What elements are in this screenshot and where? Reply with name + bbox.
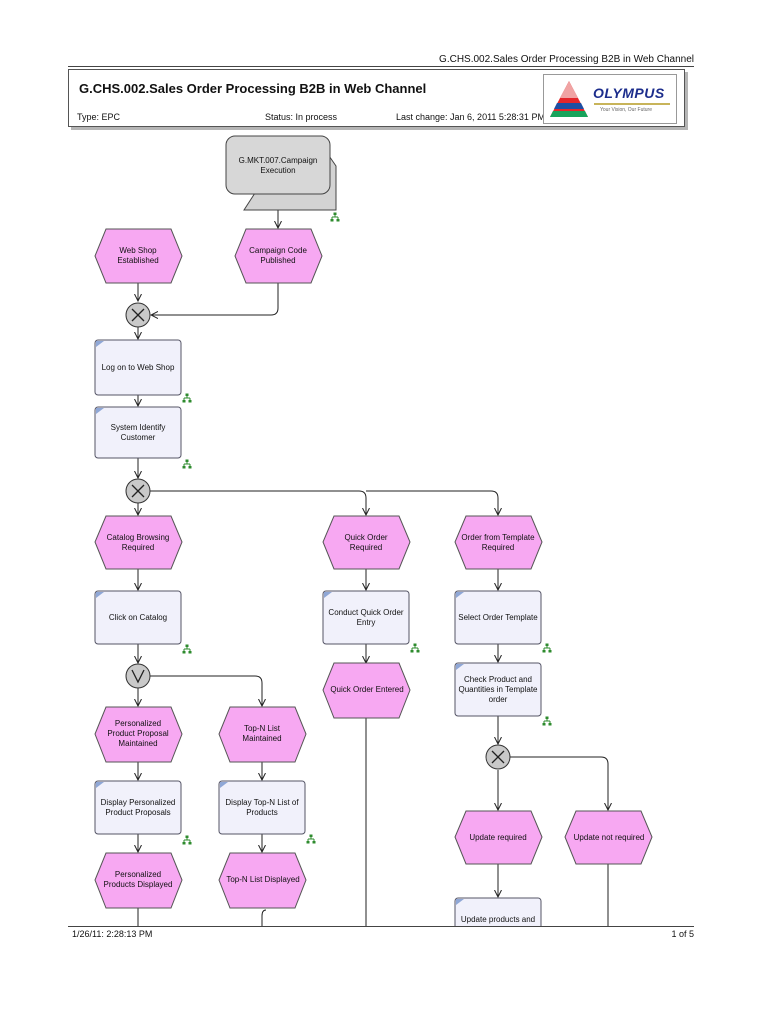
label-campaign-code-published: Campaign Code Published xyxy=(249,246,307,265)
hierarchy-icon xyxy=(182,835,192,845)
label-update-products: Update products and xyxy=(460,915,536,924)
event-quick-order-entered xyxy=(322,662,411,719)
model-type: Type: EPC xyxy=(77,112,121,122)
olympus-logo: OLYMPUS Your Vision, Our Future xyxy=(543,74,677,124)
model-title: G.CHS.002.Sales Order Processing B2B in … xyxy=(79,81,427,96)
label-update-not-required: Update not required xyxy=(573,833,645,842)
function-display-personalized xyxy=(94,780,182,835)
hierarchy-icon xyxy=(306,834,316,844)
function-identify xyxy=(94,406,182,459)
label-conduct-quick: Conduct Quick Order Entry xyxy=(328,607,404,627)
connection-lines xyxy=(138,193,608,926)
model-header: G.CHS.002.Sales Order Processing B2B in … xyxy=(68,69,685,127)
hierarchy-icon xyxy=(410,643,420,653)
label-web-shop-established: Web Shop Established xyxy=(117,246,159,265)
label-check-product: Check Product and Quantities in Template… xyxy=(458,674,538,704)
event-topn-maintained xyxy=(218,706,307,763)
logo-swoosh xyxy=(594,103,670,105)
xor-connector-3 xyxy=(485,744,511,770)
function-corner-marks xyxy=(96,341,464,905)
event-update-not-required xyxy=(564,810,653,865)
hierarchy-icon xyxy=(182,393,192,403)
hierarchy-icon xyxy=(542,716,552,726)
label-identify: System Identify Customer xyxy=(110,422,166,442)
label-display-personalized: Display Personalized Product Proposals xyxy=(100,797,176,817)
event-shapes xyxy=(94,228,653,909)
label-order-from-template-required: Order from Template Required xyxy=(461,533,535,552)
function-display-topn xyxy=(218,780,306,835)
label-topn-maintained: Top-N List Maintained xyxy=(242,724,282,743)
label-logon: Log on to Web Shop xyxy=(101,362,175,372)
hierarchy-icon xyxy=(542,643,552,653)
or-connector xyxy=(125,663,151,689)
event-campaign-code-published xyxy=(234,228,323,284)
function-logon xyxy=(94,339,182,396)
page-header-title: G.CHS.002.Sales Order Processing B2B in … xyxy=(439,54,694,65)
model-last-change: Last change: Jan 6, 2011 5:28:31 PM xyxy=(396,112,545,122)
header-divider xyxy=(68,66,694,67)
event-quick-order-required xyxy=(322,515,411,570)
event-order-from-template-required xyxy=(454,515,543,570)
label-quick-order-required: Quick Order Required xyxy=(344,533,388,552)
function-select-template xyxy=(454,590,542,645)
function-check-product xyxy=(454,662,542,717)
hierarchy-icon xyxy=(330,212,340,222)
label-update-required: Update required xyxy=(469,833,527,842)
function-conduct-quick xyxy=(322,590,410,645)
logo-wordmark: OLYMPUS xyxy=(593,85,665,101)
event-topn-displayed xyxy=(218,852,307,909)
label-display-topn: Display Top-N List of Products xyxy=(225,797,299,817)
hierarchy-icon xyxy=(182,459,192,469)
logo-pyramid-icon xyxy=(550,81,588,117)
xor-connector-2 xyxy=(125,478,151,504)
label-topn-displayed: Top-N List Displayed xyxy=(226,875,300,884)
function-shapes xyxy=(94,339,542,939)
logo-tagline: Your Vision, Our Future xyxy=(600,107,652,113)
function-click-catalog xyxy=(94,590,182,645)
label-click-catalog: Click on Catalog xyxy=(108,612,168,622)
event-personalized-maintained xyxy=(94,706,183,763)
footer-area xyxy=(0,927,768,1024)
event-personalized-displayed xyxy=(94,852,183,909)
xor-connector-1 xyxy=(125,302,151,328)
process-interface-campaign-execution[interactable] xyxy=(225,135,337,211)
label-personalized-displayed: Personalized Products Displayed xyxy=(103,870,173,889)
hierarchy-icon xyxy=(182,644,192,654)
event-catalog-browsing-required xyxy=(94,515,183,570)
page-number: 1 of 5 xyxy=(671,929,694,939)
model-status: Status: In process xyxy=(265,112,338,122)
event-web-shop-established xyxy=(94,228,183,284)
label-personalized-maintained: Personalized Product Proposal Maintained xyxy=(107,719,169,748)
label-catalog-browsing-required: Catalog Browsing Required xyxy=(106,533,170,552)
label-quick-order-entered: Quick Order Entered xyxy=(330,685,404,694)
event-update-required xyxy=(454,810,543,865)
label-select-template: Select Order Template xyxy=(458,612,538,622)
print-timestamp: 1/26/11: 2:28:13 PM xyxy=(72,929,153,939)
footer-divider xyxy=(68,926,694,927)
label-campaign-execution: G.MKT.007.Campaign Execution xyxy=(238,156,318,175)
